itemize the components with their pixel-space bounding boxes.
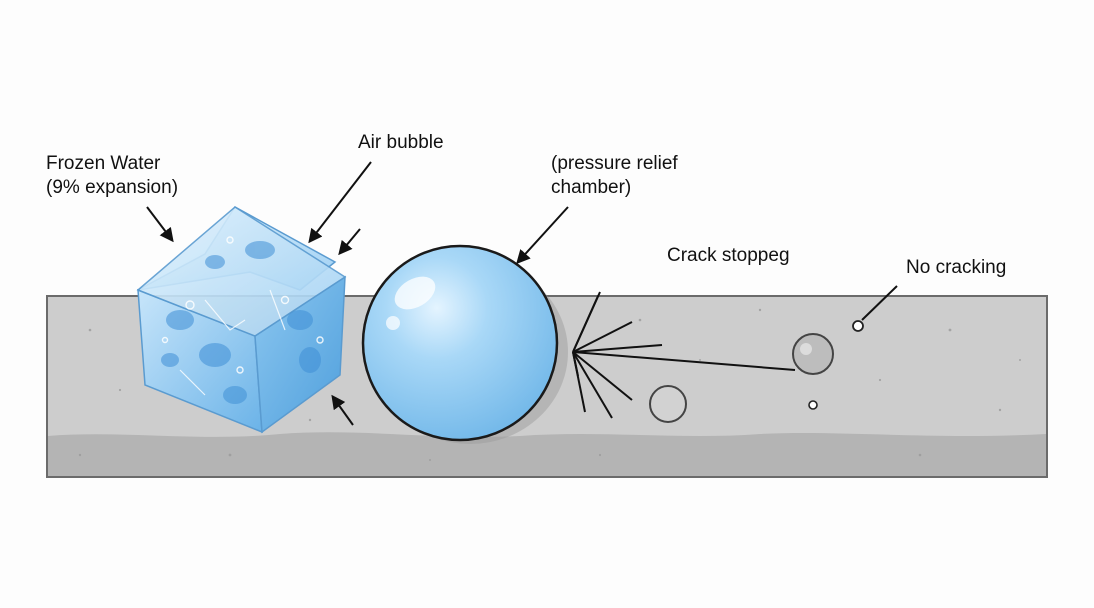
air-bubble-sphere [361, 244, 568, 444]
frozen-water-label: Frozen Water (9% expansion) [46, 152, 178, 200]
frozen-water-line-1: Frozen Water [46, 153, 161, 174]
air-voids [649, 320, 864, 423]
air-bubble-label: Air bubble [358, 132, 444, 153]
leader-arrows [146, 161, 898, 426]
frozen-water-line-2: (9% expansion) [46, 177, 179, 198]
ice-cube [136, 206, 347, 434]
crack-lines [572, 291, 796, 419]
crack-stopped-label: Crack stoppeg [667, 245, 790, 266]
pressure-relief-label: (pressure relief chamber) [551, 152, 678, 200]
pressure-relief-line-2: chamber) [551, 177, 632, 198]
pressure-relief-line-1: (pressure relief [551, 153, 678, 174]
no-cracking-label: No cracking [906, 257, 1007, 278]
